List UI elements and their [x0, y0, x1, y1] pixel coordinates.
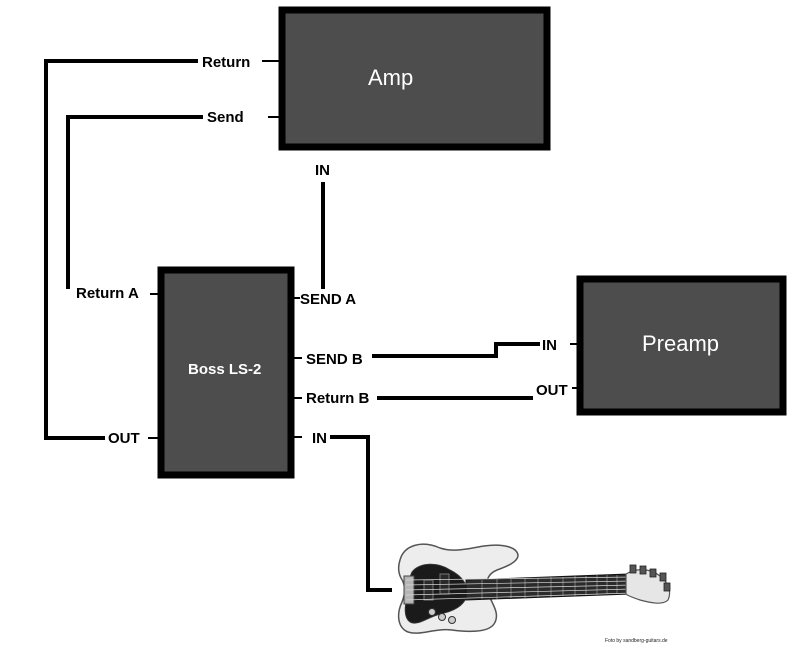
preamp-device: Preamp: [576, 275, 787, 416]
guitar-strings: [405, 576, 633, 601]
boss-return-a-label: Return A: [76, 285, 139, 302]
wire-boss-send-b-to-preamp-in: [372, 342, 540, 358]
wire-amp-send-to-boss-return-a: [66, 115, 203, 289]
amp-label: Amp: [368, 65, 413, 90]
guitar-tuners: [629, 564, 671, 592]
preamp-in-label: IN: [542, 337, 557, 354]
preamp-label: Preamp: [642, 331, 719, 356]
boss-box: [157, 266, 295, 479]
amp-in-label: IN: [315, 162, 330, 179]
boss-send-a-label: SEND A: [300, 291, 356, 308]
guitar-pickup-bridge: [423, 579, 434, 601]
amp-device: Amp: [278, 6, 551, 151]
guitar-knob-3: [448, 616, 456, 624]
boss-out-label: OUT: [108, 430, 140, 447]
wire-amp-return-to-boss-out: [44, 59, 198, 440]
wires: [44, 59, 540, 592]
guitar-knob-1: [428, 608, 436, 616]
amp-box: [278, 6, 551, 151]
boss-ls2-device: Boss LS-2: [157, 266, 295, 479]
boss-send-b-label: SEND B: [306, 351, 363, 368]
wire-guitar-to-boss-in: [330, 435, 392, 592]
preamp-out-label: OUT: [536, 382, 568, 399]
preamp-box: [576, 275, 787, 416]
boss-in-label: IN: [312, 430, 327, 447]
boss-label: Boss LS-2: [188, 361, 261, 378]
bass-guitar-image: [397, 543, 671, 634]
guitar-knob-2: [438, 613, 446, 621]
amp-return-label: Return: [202, 54, 250, 71]
photo-credit: Foto by sandberg-guitars.de: [605, 638, 668, 644]
port-labels: Return Send IN Return A OUT SEND A SEND …: [76, 54, 568, 447]
amp-send-label: Send: [207, 109, 244, 126]
boss-return-b-label: Return B: [306, 390, 370, 407]
